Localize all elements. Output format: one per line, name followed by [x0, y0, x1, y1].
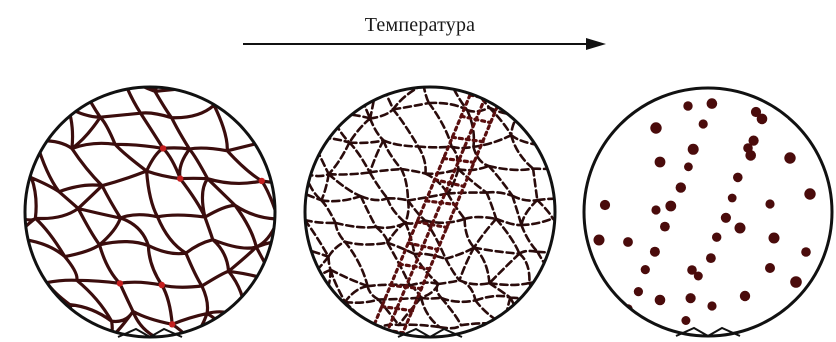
- boundary-triple-point: [266, 85, 272, 91]
- precipitate-particle: [600, 200, 610, 210]
- precipitate-particle: [743, 143, 753, 153]
- boundary-triple-point: [278, 116, 284, 122]
- precipitate-particle: [655, 157, 666, 168]
- precipitate-particle: [765, 199, 774, 208]
- precipitate-particle-chain: [712, 233, 721, 242]
- precipitate-particle-chain: [721, 213, 731, 223]
- panel-fragmented-network: [266, 47, 615, 342]
- precipitate-particle: [735, 223, 746, 234]
- panel-continuous-network: [0, 38, 359, 342]
- precipitate-particle-chain: [681, 316, 690, 325]
- precipitate-particle: [655, 295, 666, 306]
- precipitate-particle: [784, 152, 795, 163]
- precipitate-particle: [650, 122, 661, 133]
- precipitate-particle-chain: [712, 79, 721, 88]
- precipitate-particle: [740, 291, 750, 301]
- precipitate-particle-chain: [641, 265, 650, 274]
- precipitate-particle-chain: [650, 247, 660, 257]
- grain-boundary-network: [0, 38, 359, 342]
- boundary-triple-point: [160, 145, 166, 151]
- precipitate-particle-chain: [733, 173, 743, 183]
- boundary-triple-point: [312, 204, 318, 210]
- boundary-triple-point: [117, 280, 123, 286]
- boundary-triple-point: [169, 321, 175, 327]
- precipitate-particle: [707, 301, 716, 310]
- precipitate-particle: [687, 265, 697, 275]
- boundary-triple-point: [33, 138, 39, 144]
- panel-spheroidized-particles: [584, 79, 832, 342]
- precipitate-particle-chain: [634, 287, 643, 296]
- precipitate-particle-chain: [660, 222, 670, 232]
- precipitate-particle-chain: [688, 144, 699, 155]
- boundary-triple-point: [159, 282, 165, 288]
- precipitate-particle: [594, 235, 605, 246]
- precipitate-particle-chain: [707, 98, 718, 109]
- precipitate-particle-chain: [684, 162, 693, 171]
- precipitate-particle-chain: [699, 119, 708, 128]
- precipitate-particle-chain: [665, 201, 676, 212]
- temperature-arrow: [243, 38, 606, 50]
- boundary-triple-point: [278, 116, 284, 122]
- precipitate-particle: [804, 188, 815, 199]
- fragmented-boundary-network: [266, 47, 615, 342]
- boundary-triple-point: [259, 178, 265, 184]
- boundary-triple-point: [241, 69, 247, 75]
- boundary-triple-point: [177, 175, 183, 181]
- precipitate-particle-chain: [676, 182, 686, 192]
- boundary-triple-point: [297, 73, 303, 79]
- precipitate-particle: [765, 263, 775, 273]
- precipitate-particle-chain: [686, 293, 696, 303]
- precipitate-particle-chain: [706, 253, 716, 263]
- precipitate-particle: [769, 233, 780, 244]
- precipitate-particle: [801, 247, 811, 257]
- precipitate-particle: [751, 107, 761, 117]
- precipitate-particle: [623, 237, 633, 247]
- particle-chain-band: [372, 95, 470, 330]
- precipitate-particle-chain: [728, 194, 737, 203]
- precipitate-particle: [683, 101, 692, 110]
- precipitate-particle: [790, 276, 802, 288]
- particle-chain-band: [387, 98, 485, 332]
- precipitate-particle: [651, 205, 660, 214]
